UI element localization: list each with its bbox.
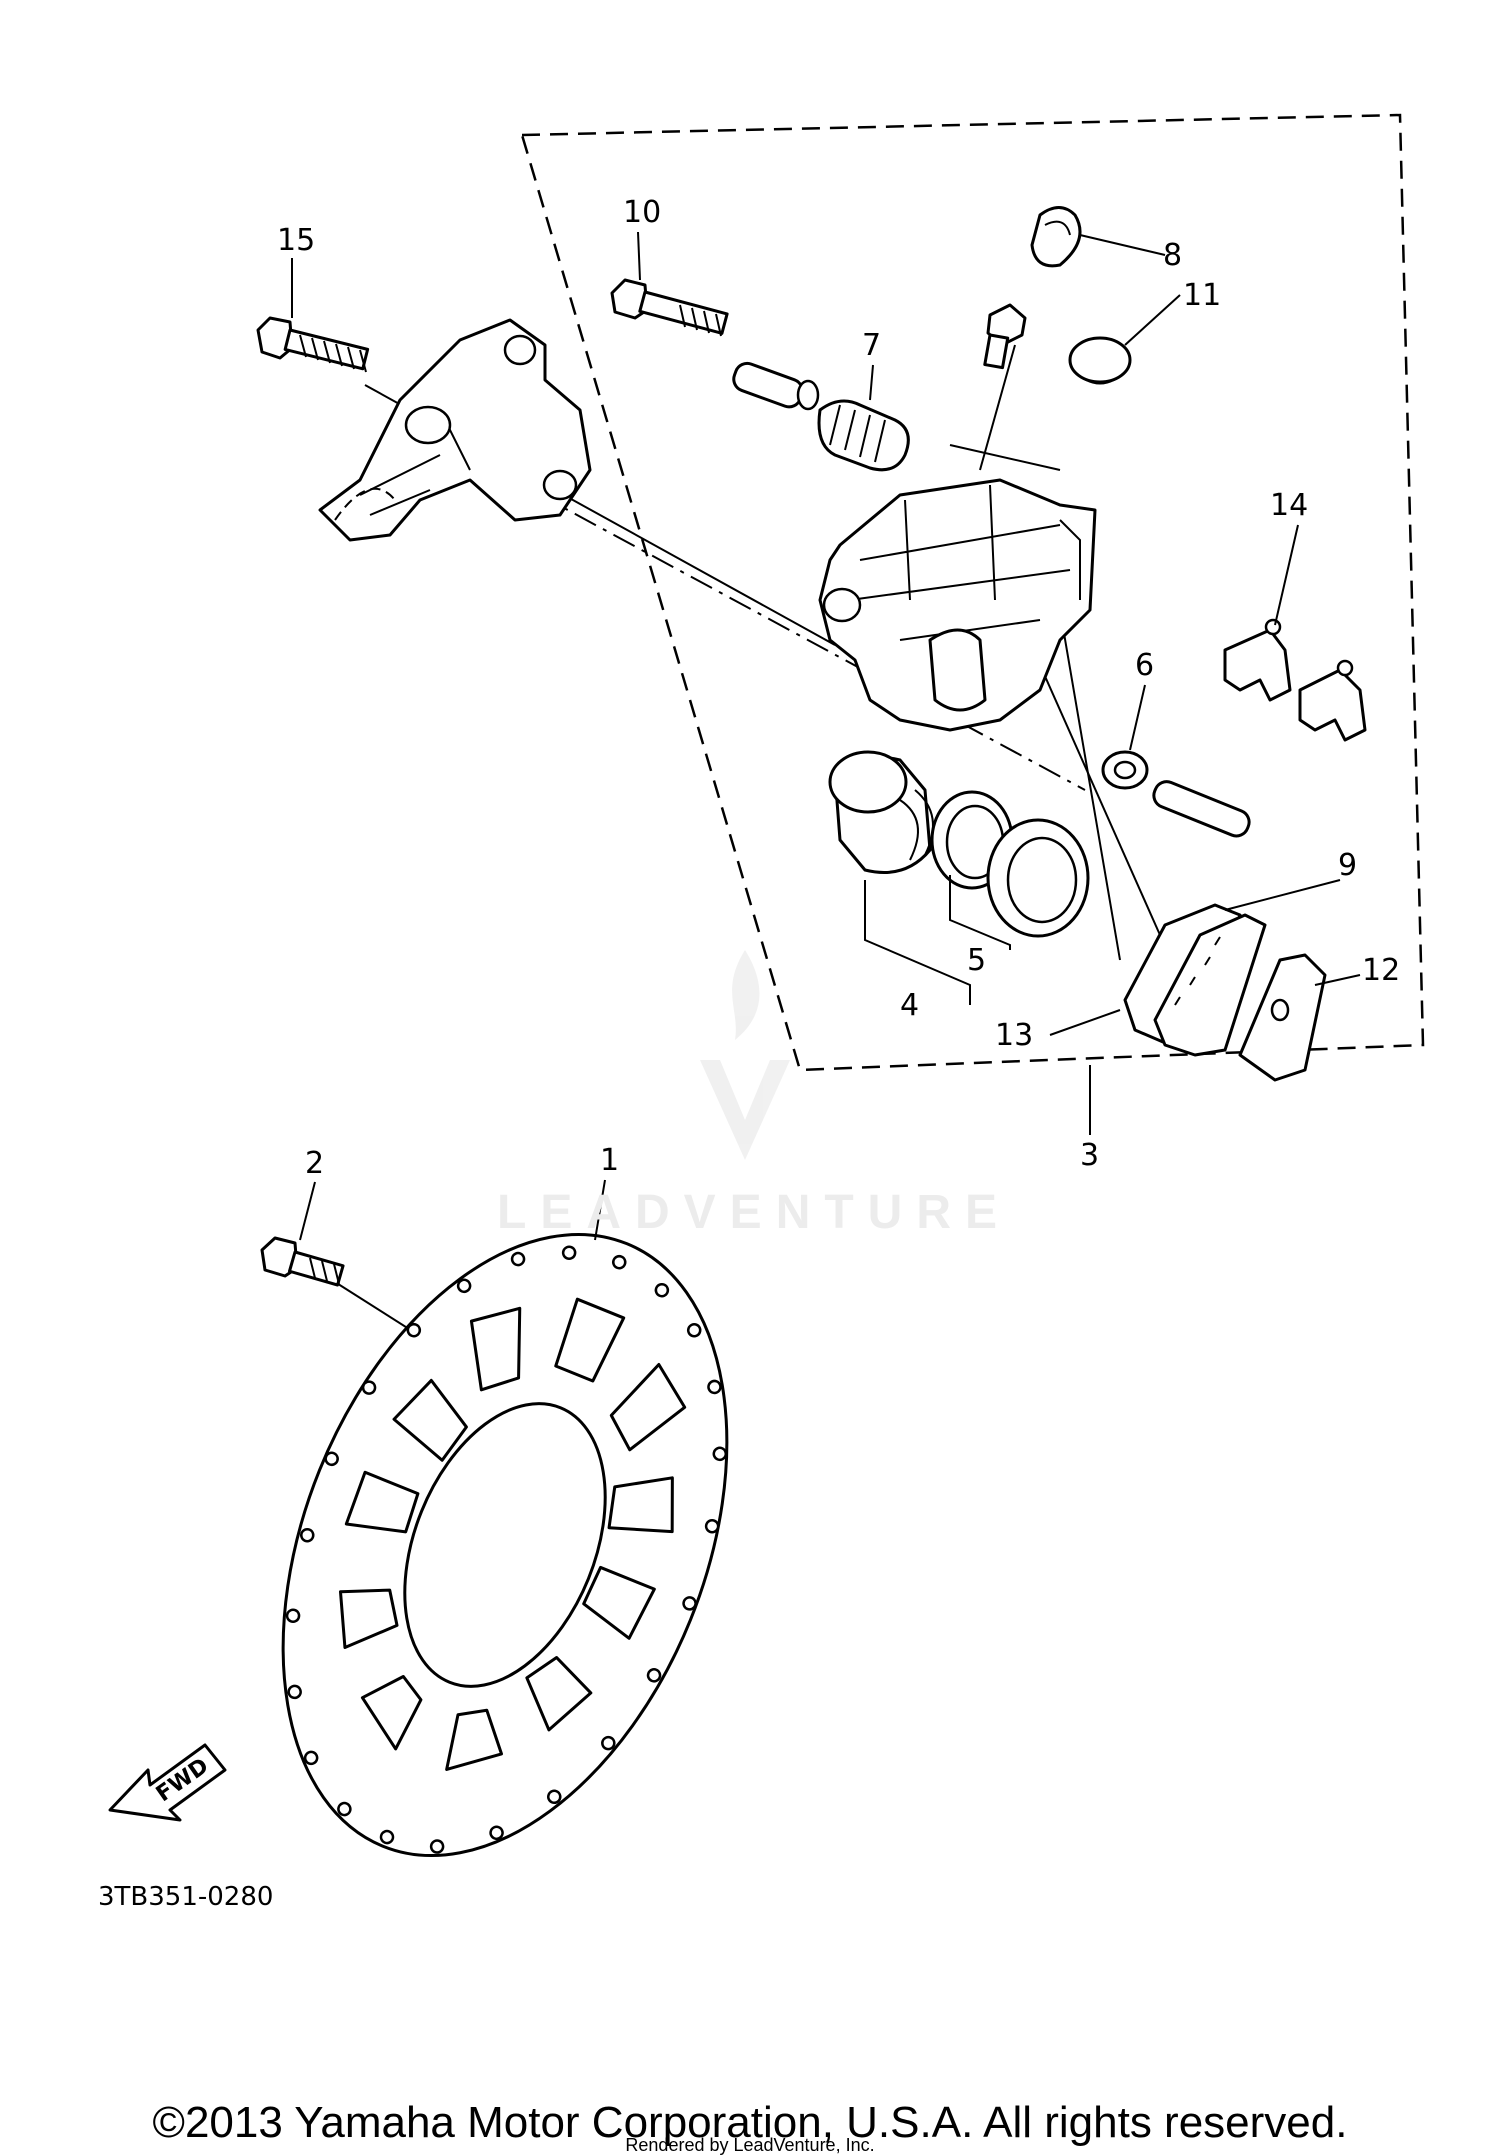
caliper-bracket	[318, 318, 592, 542]
caliper-assembly-boundary	[520, 113, 1425, 1072]
callout-leaders	[291, 231, 1361, 1241]
callout-1: 1	[600, 1143, 619, 1178]
pad-clips-14	[1223, 618, 1367, 742]
callout-8: 8	[1163, 238, 1182, 273]
callout-14: 14	[1270, 488, 1308, 523]
bleed-screw-8	[983, 206, 1082, 370]
callout-15: 15	[277, 223, 315, 258]
seal-5b	[986, 818, 1090, 938]
plug-11	[1068, 336, 1132, 385]
catalog-code: 3TB351-0280	[98, 1882, 274, 1912]
sleeve	[732, 361, 820, 411]
callout-4: 4	[900, 988, 919, 1023]
callout-3: 3	[1080, 1138, 1099, 1173]
forward-arrow-icon: FWD	[108, 1743, 227, 1822]
bolt-15	[256, 316, 370, 373]
copyright-notice: ©2013 Yamaha Motor Corporation, U.S.A. A…	[152, 2098, 1348, 2147]
callout-13: 13	[995, 1018, 1033, 1053]
bolt-10	[610, 278, 729, 337]
callout-11: 11	[1183, 278, 1221, 313]
boot-7	[817, 399, 910, 472]
callout-5: 5	[967, 943, 986, 978]
brake-pads-9	[1123, 903, 1267, 1057]
watermark-text: LEADVENTURE	[497, 1186, 1012, 1239]
shim-12	[1238, 953, 1327, 1082]
callout-10: 10	[623, 195, 661, 230]
callout-6: 6	[1135, 648, 1154, 683]
rendered-by-notice: Rendered by LeadVenture, Inc.	[625, 2135, 875, 2155]
callout-2: 2	[305, 1146, 324, 1181]
caliper-body	[818, 478, 1097, 732]
piston-4	[828, 750, 934, 874]
callout-12: 12	[1362, 953, 1400, 988]
bolt-2	[260, 1236, 345, 1287]
brake-disc-1	[281, 1232, 729, 1858]
watermark-logo	[700, 950, 790, 1160]
pin-6	[1101, 750, 1251, 838]
callout-7: 7	[862, 328, 881, 363]
callout-9: 9	[1338, 848, 1357, 883]
